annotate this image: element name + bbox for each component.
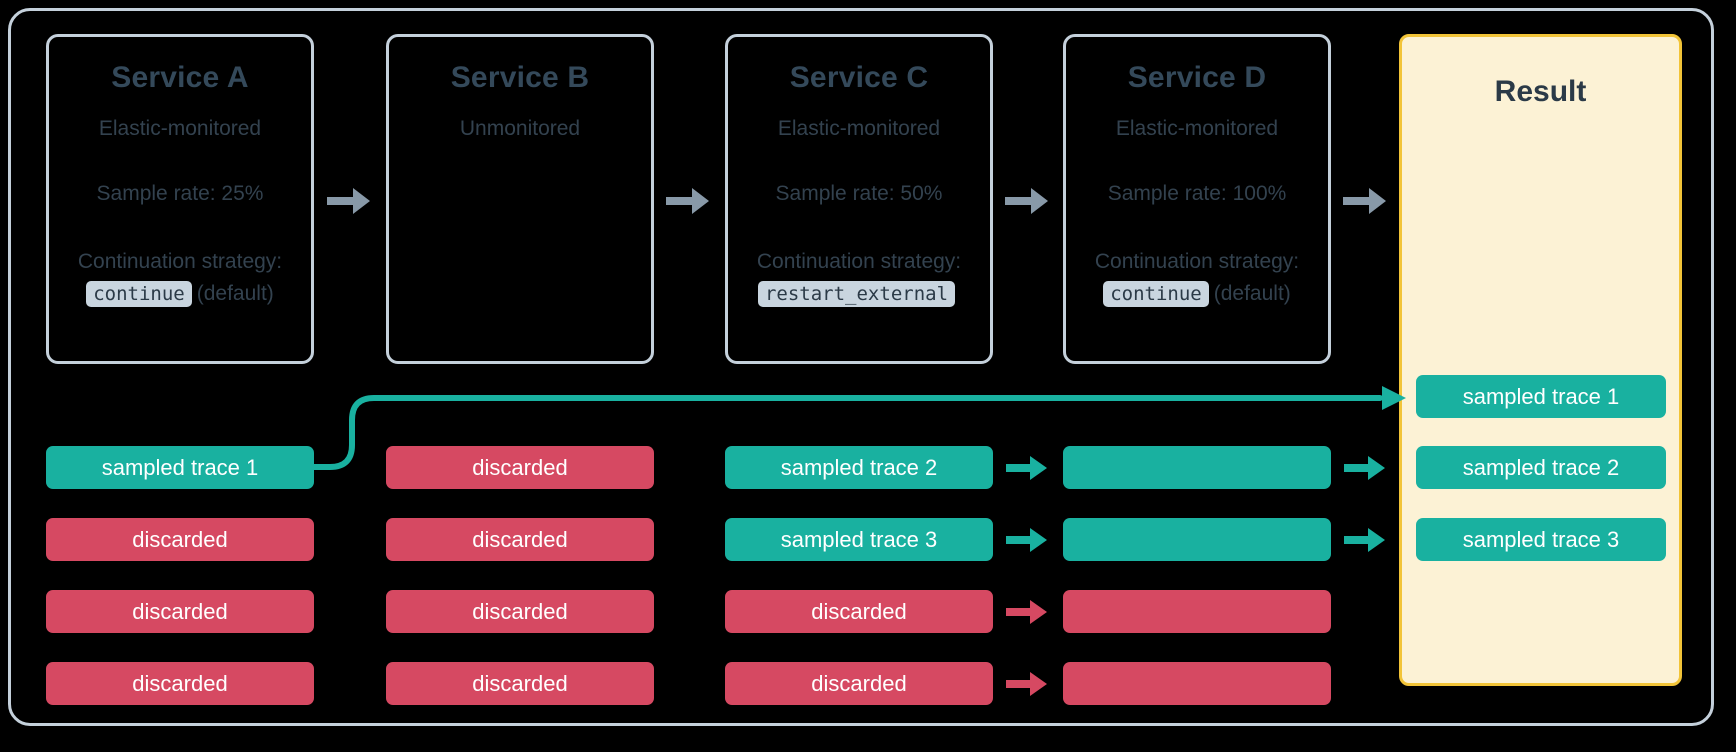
strategy-note: (default): [196, 281, 274, 305]
service-card-monitoring: Elastic-monitored: [98, 116, 262, 140]
arrow-right-icon: [1344, 455, 1386, 481]
arrow-right-icon: [1006, 527, 1048, 553]
service-card-a: Service A Elastic-monitored Sample rate:…: [46, 34, 314, 364]
result-trace-box: sampled trace 2: [1416, 446, 1666, 489]
service-card-strategy-row: continue(default): [59, 280, 301, 307]
trace-box: [1063, 590, 1331, 633]
arrow-right-icon: [1006, 599, 1048, 625]
trace-box: discarded: [386, 662, 654, 705]
arrow-right-icon: [1005, 186, 1049, 216]
trace-box: [1063, 662, 1331, 705]
result-trace-box: sampled trace 1: [1416, 375, 1666, 418]
arrow-right-icon: [1006, 455, 1048, 481]
service-card-title: Service D: [1127, 61, 1267, 94]
service-card-strategy-row: restart_external: [738, 280, 980, 307]
trace-box: discarded: [386, 518, 654, 561]
service-card-sample-rate: Sample rate: 25%: [96, 181, 264, 205]
trace-box: sampled trace 1: [46, 446, 314, 489]
strategy-code-badge: restart_external: [757, 280, 956, 307]
result-trace-box: sampled trace 3: [1416, 518, 1666, 561]
service-card-strategy-label: Continuation strategy:: [1094, 249, 1300, 273]
trace-box: discarded: [46, 518, 314, 561]
trace-box: discarded: [46, 590, 314, 633]
arrow-right-icon: [1343, 186, 1387, 216]
trace-box: [1063, 518, 1331, 561]
strategy-code-badge: continue: [86, 280, 192, 307]
service-card-c: Service C Elastic-monitored Sample rate:…: [725, 34, 993, 364]
service-card-monitoring: Elastic-monitored: [777, 116, 941, 140]
service-card-sample-rate: Sample rate: 100%: [1107, 181, 1287, 205]
trace-box: [1063, 446, 1331, 489]
trace-box: discarded: [46, 662, 314, 705]
arrow-right-icon: [327, 186, 371, 216]
service-card-strategy-row: continue(default): [1076, 280, 1318, 307]
trace-box: sampled trace 2: [725, 446, 993, 489]
service-card-sample-rate: Sample rate: 50%: [775, 181, 943, 205]
service-card-strategy-label: Continuation strategy:: [77, 249, 283, 273]
service-card-title: Service A: [111, 61, 249, 94]
service-card-d: Service D Elastic-monitored Sample rate:…: [1063, 34, 1331, 364]
trace-box: discarded: [725, 590, 993, 633]
arrow-right-icon: [666, 186, 710, 216]
trace-box: discarded: [386, 446, 654, 489]
trace-box: sampled trace 3: [725, 518, 993, 561]
service-card-monitoring: Elastic-monitored: [1115, 116, 1279, 140]
trace-box: discarded: [725, 662, 993, 705]
arrow-right-icon: [1344, 527, 1386, 553]
service-card-title: Service C: [789, 61, 929, 94]
strategy-note: (default): [1213, 281, 1291, 305]
result-panel-title: Result: [1494, 75, 1587, 108]
service-card-strategy-label: Continuation strategy:: [756, 249, 962, 273]
service-card-title: Service B: [450, 61, 590, 94]
service-card-b: Service B Unmonitored: [386, 34, 654, 364]
strategy-code-badge: continue: [1103, 280, 1209, 307]
trace-box: discarded: [386, 590, 654, 633]
result-panel: Result: [1399, 34, 1682, 686]
service-card-monitoring: Unmonitored: [459, 116, 581, 140]
arrow-right-icon: [1006, 671, 1048, 697]
